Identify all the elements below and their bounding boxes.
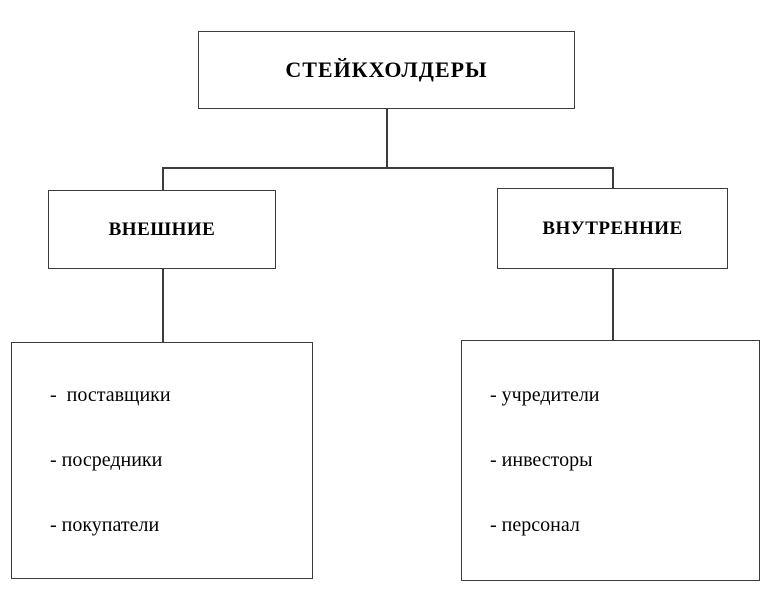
connector-split-bar [162,167,613,169]
list-item: - посредники [50,449,163,471]
connector-to-internal [612,167,614,189]
list-item: - инвесторы [490,449,593,471]
connector-internal-to-list [612,268,614,341]
node-internal-label: ВНУТРЕННИЕ [542,217,683,239]
node-internal-items: - учредители - инвесторы - персонал [461,340,760,581]
node-external-items: - поставщики - посредники - покупатели [11,342,313,579]
node-external: ВНЕШНИЕ [48,190,276,269]
node-stakeholders-root-label: СТЕЙКХОЛДЕРЫ [285,57,488,82]
node-external-label: ВНЕШНИЕ [108,218,216,240]
connector-external-to-list [162,268,164,343]
external-items-list: - поставщики - посредники - покупатели [12,343,312,578]
node-stakeholders-root: СТЕЙКХОЛДЕРЫ [198,31,575,109]
list-item: - учредители [490,384,600,406]
connector-to-external [162,167,164,191]
internal-items-list: - учредители - инвесторы - персонал [462,341,759,580]
node-internal: ВНУТРЕННИЕ [497,188,728,269]
list-item: - персонал [490,514,580,536]
connector-root-drop [386,108,388,168]
list-item: - поставщики [50,384,171,406]
list-item: - покупатели [50,514,160,536]
